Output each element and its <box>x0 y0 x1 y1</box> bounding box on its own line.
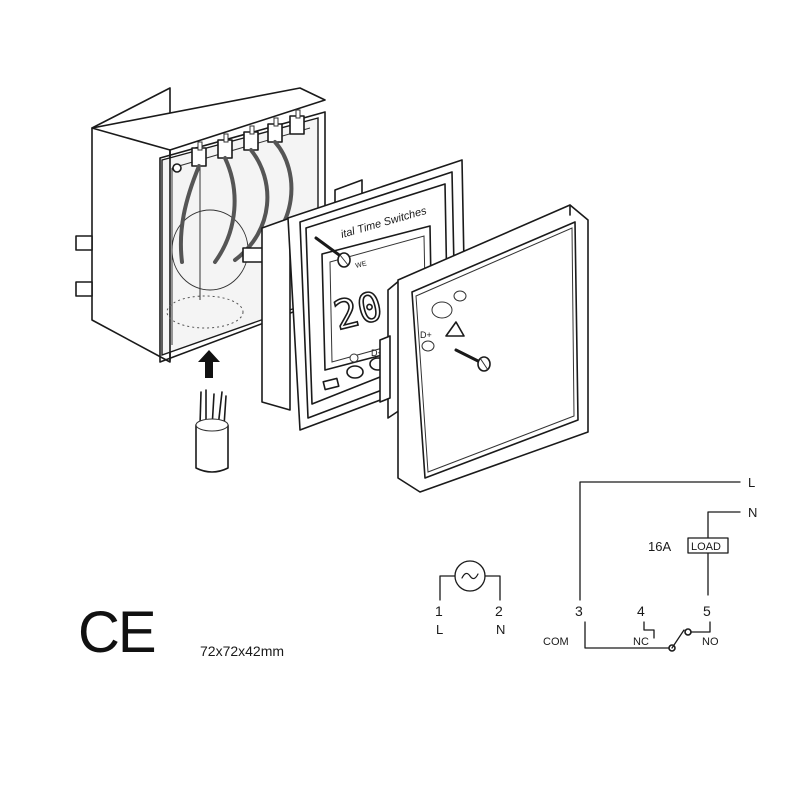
load-rating: 16A <box>648 539 671 554</box>
button-left <box>346 365 364 379</box>
no-label: NO <box>702 636 719 648</box>
terminal-4-number: 4 <box>637 603 645 619</box>
cable-entry-arrow <box>198 350 220 378</box>
terminal-1-number: 1 <box>435 603 443 619</box>
cable <box>195 389 229 473</box>
load-box <box>687 537 729 554</box>
terminal-3-number: 3 <box>575 603 583 619</box>
terminal-1-label: L <box>436 622 443 637</box>
front-cover: D+ <box>379 204 589 493</box>
led-indicator <box>322 377 340 391</box>
supply-symbol <box>439 560 501 601</box>
line-label: L <box>748 475 755 490</box>
nc-label: NC <box>633 636 649 648</box>
com-label: COM <box>543 636 569 648</box>
ce-mark: CE <box>78 600 155 665</box>
screw-icon <box>314 236 351 268</box>
box-wires <box>178 140 294 264</box>
lcd-day-label: WE <box>355 260 368 270</box>
terminal-2-label: N <box>496 622 505 637</box>
terminal-5-number: 5 <box>703 603 711 619</box>
cover-d-plus-label: D+ <box>420 330 432 340</box>
terminal-2-number: 2 <box>495 603 503 619</box>
d-plus-label: D+ <box>371 348 383 358</box>
wiring-diagram: L N LOAD 16A 1 2 L N 3 4 5 COM NC <box>435 475 757 652</box>
load-label: LOAD <box>691 541 721 553</box>
cover-screw-icon <box>454 348 491 372</box>
dimensions-label: 72x72x42mm <box>200 643 284 659</box>
neutral-label: N <box>748 505 757 520</box>
